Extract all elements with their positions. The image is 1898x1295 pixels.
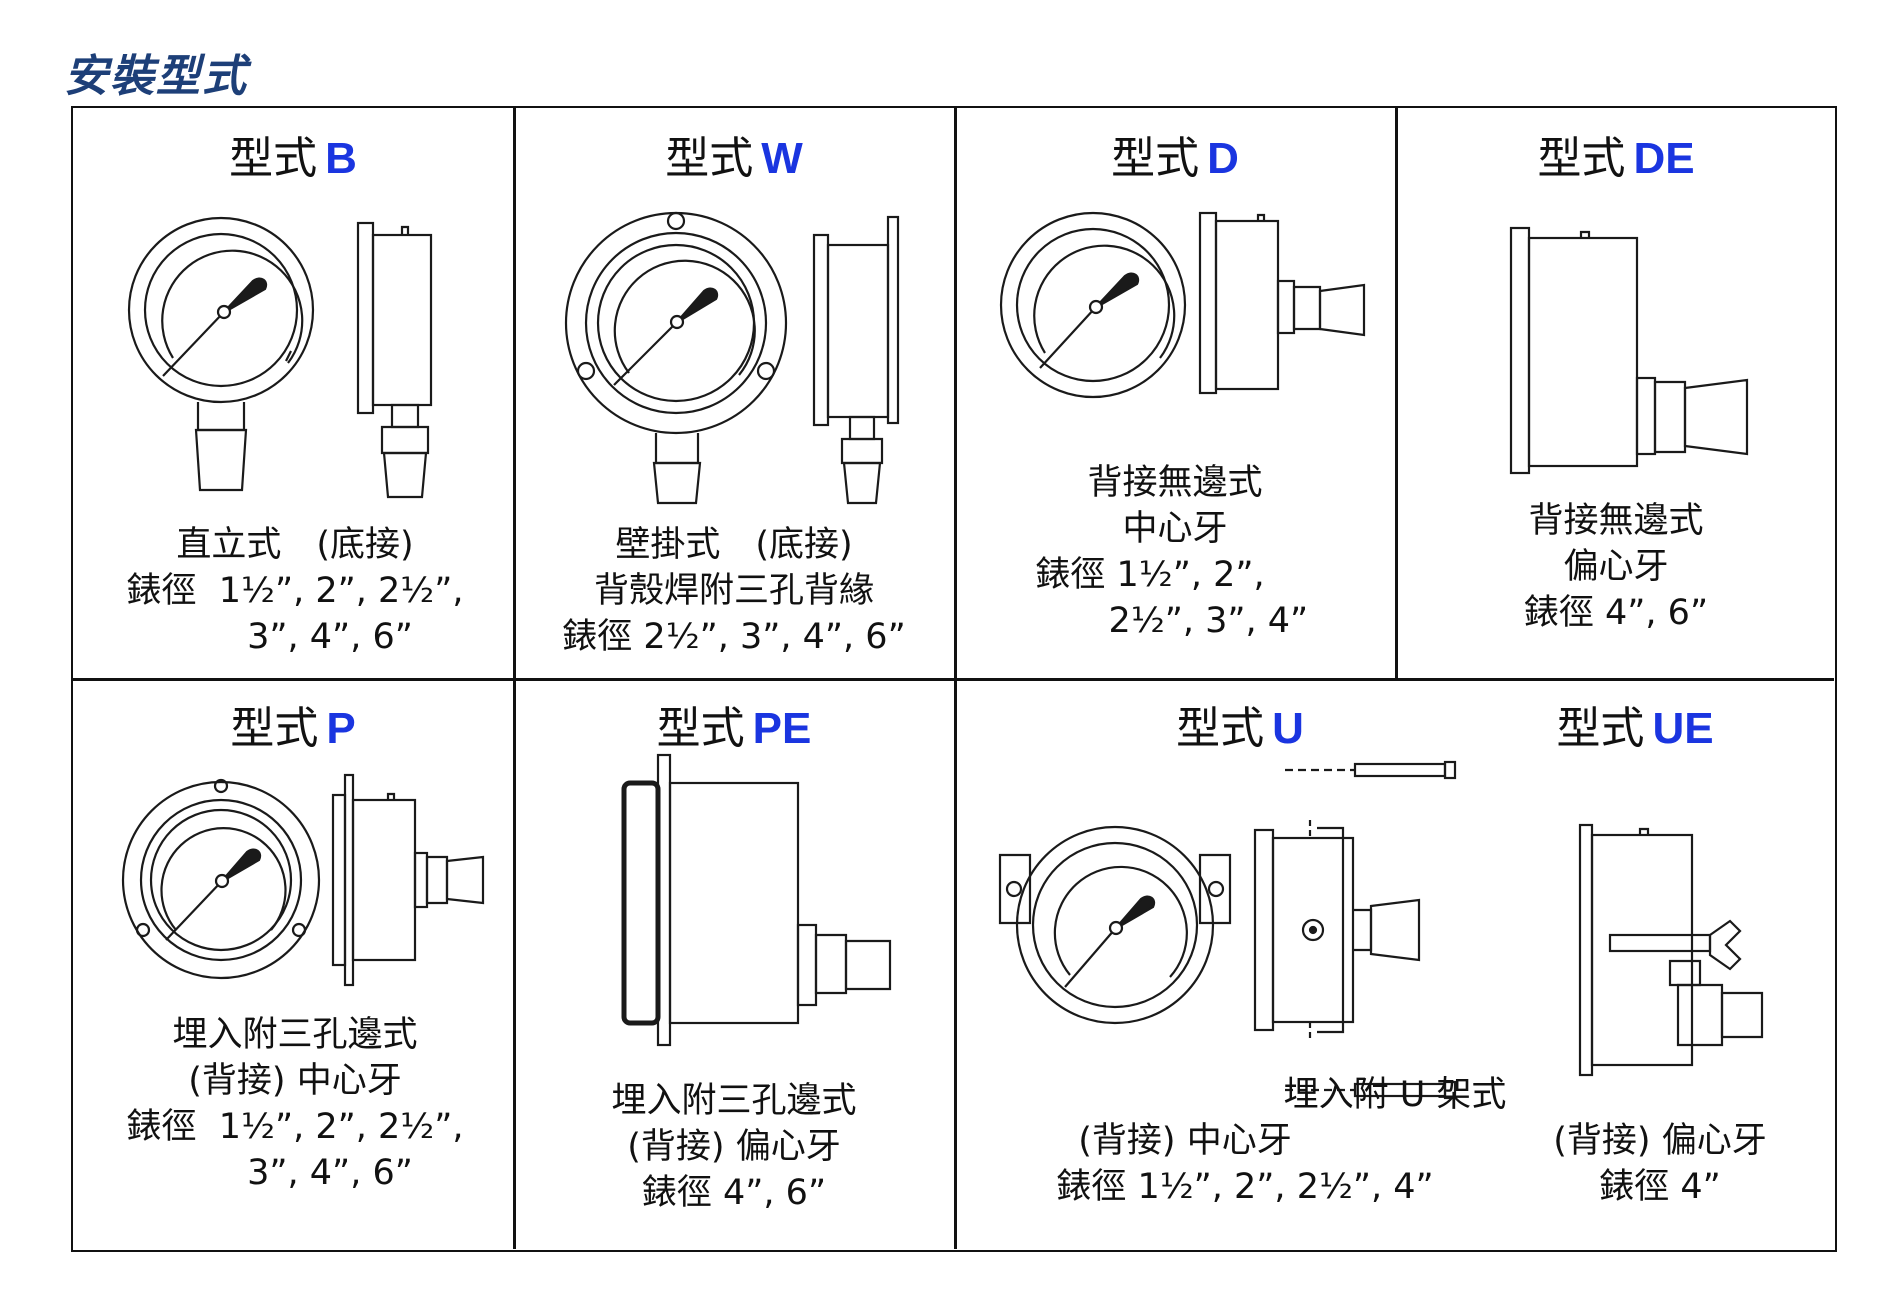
gauge-front-icon xyxy=(121,778,321,980)
desc-line: (背接) 偏心牙 xyxy=(1553,1121,1767,1161)
type-prefix: 型式 xyxy=(665,133,754,184)
gauge-side-icon xyxy=(621,753,892,1047)
desc-line: 背殼焊附三孔背緣 xyxy=(593,571,874,611)
row-divider xyxy=(73,678,1834,681)
cell-description: 背接無邊式 偏心牙 錶徑 4”, 6” xyxy=(1524,498,1708,636)
desc-line: 錶徑 4” xyxy=(1599,1167,1721,1207)
cell-description: 壁掛式 (底接) 背殼焊附三孔背緣 錶徑 2½”, 3”, 4”, 6” xyxy=(562,522,905,660)
gauge-front-icon xyxy=(998,825,1232,1025)
type-prefix: 型式 xyxy=(1556,703,1645,754)
desc-line: 錶徑 4”, 6” xyxy=(641,1173,827,1213)
desc-line: 3”, 4”, 6” xyxy=(247,617,413,657)
type-code: P xyxy=(326,704,356,753)
gauge-side-icon xyxy=(1198,211,1366,395)
cell-description: 埋入附三孔邊式 (背接) 偏心牙 錶徑 4”, 6” xyxy=(611,1078,856,1216)
desc-line: 中心牙 xyxy=(1122,509,1228,549)
gauge-side-icon xyxy=(1578,823,1764,1077)
desc-line: 埋入附三孔邊式 xyxy=(611,1081,857,1121)
gauge-side-icon xyxy=(356,221,433,499)
gauge-front-icon xyxy=(127,216,315,492)
desc-line: 錶徑 4”, 6” xyxy=(1523,593,1709,633)
u-shared-label: 埋入附 U 架式 xyxy=(1283,1075,1507,1115)
type-prefix: 型式 xyxy=(1537,133,1626,184)
gauge-side-icon xyxy=(812,215,900,505)
desc-line: 偏心牙 xyxy=(1563,547,1669,587)
bolt-icon xyxy=(1353,762,1447,778)
type-code: D xyxy=(1207,134,1239,183)
desc-line: 壁掛式 (底接) xyxy=(615,525,853,565)
desc-line: (背接) 偏心牙 xyxy=(627,1127,841,1167)
desc-line: (背接) 中心牙 xyxy=(1078,1121,1292,1161)
type-code: PE xyxy=(752,704,812,753)
col-divider xyxy=(954,108,957,1249)
desc-line: 3”, 4”, 6” xyxy=(247,1153,413,1193)
cell-description: 背接無邊式 中心牙 錶徑 1½”, 2”, 2½”, 3”, 4” xyxy=(1035,460,1314,644)
desc-line: 埋入附三孔邊式 xyxy=(172,1015,418,1055)
gauge-front-icon xyxy=(564,211,788,505)
type-prefix: 型式 xyxy=(656,703,745,754)
col-divider xyxy=(1395,108,1398,678)
type-prefix: 型式 xyxy=(1111,133,1200,184)
desc-line: 背接無邊式 xyxy=(1528,501,1704,541)
type-code: U xyxy=(1272,704,1304,753)
type-prefix: 型式 xyxy=(229,133,318,184)
desc-line: 直立式 (底接) xyxy=(176,525,414,565)
desc-line: (背接) 中心牙 xyxy=(188,1061,402,1101)
type-prefix: 型式 xyxy=(230,703,319,754)
desc-line: 錶徑 1½”, 2”, 2½”, xyxy=(126,1107,464,1147)
desc-line: 錶徑 1½”, 2”, 2½”, 4” xyxy=(1056,1167,1434,1207)
cell-description-U: (背接) 中心牙 錶徑 1½”, 2”, 2½”, 4” xyxy=(1056,1118,1433,1210)
type-prefix: 型式 xyxy=(1176,703,1265,754)
gauge-side-icon xyxy=(331,773,485,987)
page-title: 安裝型式 xyxy=(64,51,248,102)
desc-line: 錶徑 2½”, 3”, 4”, 6” xyxy=(562,617,906,657)
cell-description: 埋入附三孔邊式 (背接) 中心牙 錶徑 1½”, 2”, 2½”, 3”, 4”… xyxy=(127,1012,464,1196)
type-code: UE xyxy=(1652,704,1714,753)
type-code: B xyxy=(325,134,357,183)
desc-line: 錶徑 1½”, 2”, xyxy=(1035,555,1265,595)
u-bracket-icon xyxy=(1253,760,1457,1100)
type-code: W xyxy=(761,134,803,183)
type-code: DE xyxy=(1633,134,1695,183)
gauge-front-icon xyxy=(999,211,1187,399)
desc-line: 錶徑 1½”, 2”, 2½”, xyxy=(126,571,464,611)
desc-line: 2½”, 3”, 4” xyxy=(1041,601,1309,641)
cell-description: 直立式 (底接) 錶徑 1½”, 2”, 2½”, 3”, 4”, 6” xyxy=(127,522,464,660)
cell-description-UE: (背接) 偏心牙 錶徑 4” xyxy=(1553,1118,1766,1210)
desc-line: 背接無邊式 xyxy=(1087,463,1263,503)
gauge-side-icon xyxy=(1509,226,1749,475)
col-divider xyxy=(513,108,516,1249)
